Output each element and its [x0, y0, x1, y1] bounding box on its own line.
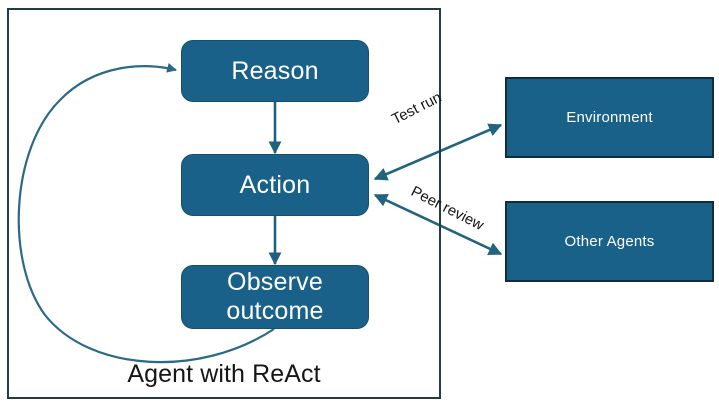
node-reason[interactable]: Reason	[181, 40, 369, 102]
node-action-label: Action	[239, 170, 311, 199]
node-reason-label: Reason	[231, 56, 319, 85]
agent-container-caption: Agent with ReAct	[127, 360, 321, 388]
edge-action-other-agents	[373, 193, 503, 256]
node-other-agents-label: Other Agents	[564, 233, 655, 250]
edge-action-environment	[373, 123, 503, 181]
edge-observe-to-reason	[17, 62, 275, 364]
node-observe-outcome-label-line2: outcome	[226, 297, 324, 325]
node-observe-outcome[interactable]: Observe outcome	[181, 265, 369, 329]
node-other-agents[interactable]: Other Agents	[505, 201, 714, 282]
node-environment-label: Environment	[566, 109, 653, 126]
node-action[interactable]: Action	[181, 154, 369, 216]
agent-container-boundary	[7, 8, 441, 399]
node-environment[interactable]: Environment	[505, 77, 714, 158]
node-observe-outcome-label-line1: Observe	[227, 268, 323, 297]
